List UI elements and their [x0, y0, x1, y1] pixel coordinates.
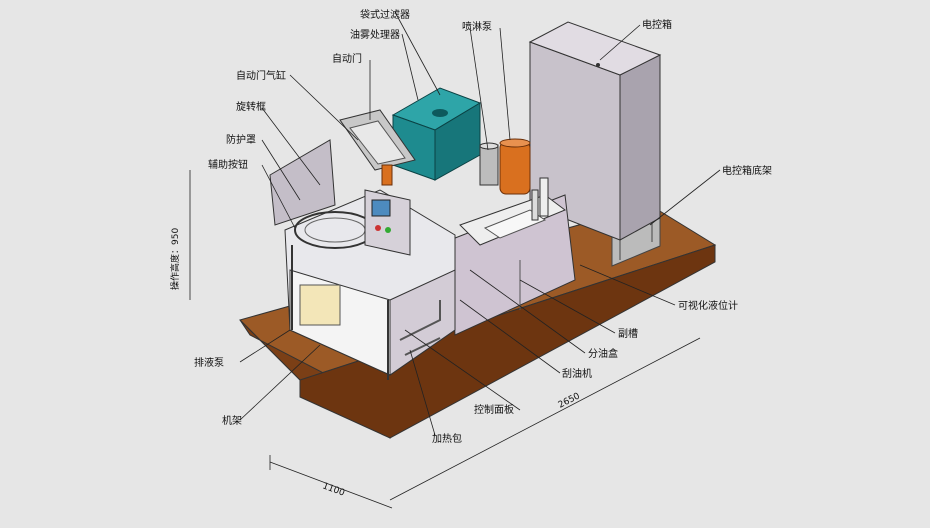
- label-electric-cabinet: 电控箱: [642, 18, 672, 31]
- label-aux-button: 辅助按钮: [208, 158, 248, 171]
- auto-door: [339, 109, 416, 186]
- level-gauge: [531, 177, 549, 221]
- label-oil-box: 分油盒: [588, 347, 618, 360]
- control-panel: [364, 189, 411, 256]
- label-auto-door: 自动门: [332, 52, 362, 65]
- label-skimmer: 刮油机: [562, 367, 592, 380]
- oil-mist-processor: [391, 87, 482, 181]
- leader-lines: [239, 11, 721, 436]
- label-rotary-frame: 旋转框: [236, 100, 266, 113]
- dim-operating-height: 操作高度：950: [169, 228, 181, 290]
- bag-filter: [479, 142, 499, 186]
- electric-cabinet: [528, 21, 662, 241]
- label-frame: 机架: [222, 414, 242, 427]
- label-oil-mist-processor: 油雾处理器: [350, 28, 400, 41]
- label-cabinet-base: 电控箱底架: [722, 164, 772, 177]
- label-auto-door-cylinder: 自动门气缸: [236, 69, 286, 82]
- label-heater: 加热包: [432, 432, 462, 445]
- guard: [269, 139, 336, 226]
- label-bag-filter: 袋式过滤器: [360, 8, 410, 21]
- dimension-lines: [189, 170, 701, 509]
- spray-pump: [499, 138, 531, 195]
- label-drain-pump: 排液泵: [194, 356, 224, 369]
- label-spray-pump: 喷淋泵: [462, 20, 492, 33]
- sub-tank: [449, 194, 576, 336]
- dim-length: 2650: [557, 391, 582, 410]
- label-level-gauge: 可视化液位计: [678, 299, 738, 312]
- label-sub-tank: 副槽: [618, 327, 638, 340]
- label-guard: 防护罩: [226, 133, 256, 146]
- dim-width: 1100: [321, 481, 346, 498]
- label-control-panel: 控制面板: [474, 403, 514, 416]
